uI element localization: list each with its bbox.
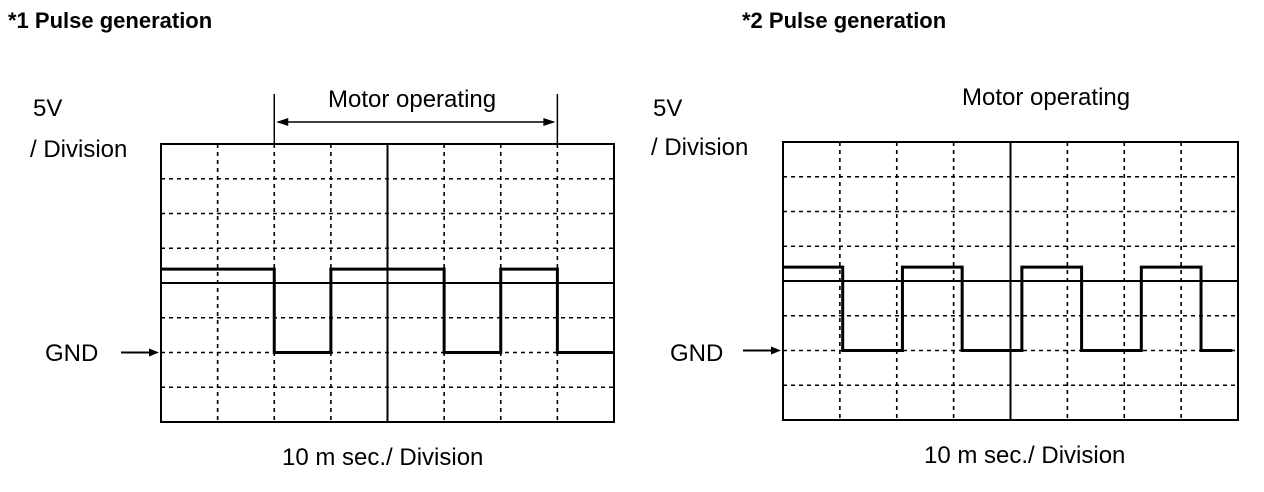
- panel-1-operating-label: Motor operating: [328, 86, 497, 113]
- panel-2-time-per-div: 10 m sec./ Division: [924, 442, 1126, 469]
- panel-2-scope: [720, 130, 1250, 430]
- panel-2-volts-value: 5V: [653, 95, 683, 122]
- panel-2-operating-label: Motor operating: [962, 84, 1131, 111]
- operating-span-arrow-right-head: [543, 118, 556, 126]
- panel-2-gnd-label: GND: [670, 340, 724, 367]
- panel-1-title: *1 Pulse generation: [8, 8, 213, 33]
- panel-1-gnd-label: GND: [45, 340, 99, 367]
- pulse-waveform: [161, 267, 614, 354]
- panel-1-time-per-div: 10 m sec./ Division: [282, 444, 484, 471]
- gnd-arrow-head: [771, 346, 781, 355]
- panel-1-oscilloscope-graph: [121, 94, 615, 423]
- operating-span-arrow-left-head: [276, 118, 289, 126]
- gnd-arrow-head: [149, 348, 159, 357]
- panel-2-volts-unit: / Division: [651, 134, 749, 161]
- pulse-waveform: [783, 265, 1233, 352]
- panel-1-scope: [100, 90, 620, 430]
- panel-1-volts-unit: / Division: [30, 136, 128, 163]
- panel-2-title: *2 Pulse generation: [742, 8, 947, 33]
- panel-2-oscilloscope-graph: [743, 141, 1239, 421]
- panel-1-volts-value: 5V: [33, 95, 63, 122]
